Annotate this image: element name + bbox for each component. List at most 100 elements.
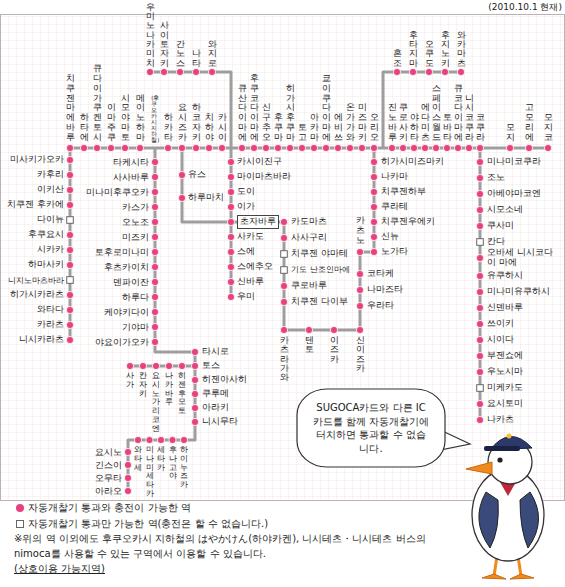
station-dot [191, 348, 198, 355]
station-dot [66, 156, 73, 163]
station-dot [227, 173, 234, 180]
station-dot [151, 188, 158, 195]
station-name: 에비쓰 [334, 113, 343, 143]
station-name: 미케카도 [487, 383, 523, 393]
station-name: 아베야마코엔 [487, 189, 541, 199]
station-dot [370, 248, 377, 255]
station-name: 기야마 [122, 321, 149, 334]
station-name: 쿠루메 [202, 389, 229, 399]
station-dot [476, 222, 483, 229]
station-dot [476, 336, 483, 343]
station-dot [180, 436, 187, 443]
station-dot [227, 218, 234, 225]
transfer-box: 초자바루 [237, 215, 279, 228]
station-dot [139, 362, 146, 369]
station-dot [178, 144, 185, 151]
station-dot [66, 321, 73, 328]
station-dot [356, 248, 363, 255]
station-dot [506, 144, 513, 151]
station-name: 하루다 [122, 291, 149, 304]
station-name: 노가타 [381, 247, 408, 257]
station-name: 칸자키 [139, 372, 147, 398]
station-dot [227, 278, 234, 285]
station-dot [151, 323, 158, 330]
speech-bubble: SUGOCA카드와 다른 IC카드를 함께 자동개찰기에 터치하면 통과할 수 … [296, 388, 446, 468]
station-name: 토바타 [443, 113, 452, 143]
station-name: 신바루 [237, 277, 264, 287]
rail-line [383, 72, 461, 148]
station-dot [393, 68, 400, 75]
station-dot [298, 144, 305, 151]
station-dot [443, 144, 450, 151]
station-dot [330, 326, 337, 333]
station-dot [425, 68, 432, 75]
station-name: 쿄이쿠다이마에 [322, 74, 331, 143]
station-dot [476, 174, 483, 181]
station-name: 치쿠젠하부 [381, 187, 426, 197]
station-square [67, 277, 74, 284]
station-dot [227, 158, 234, 165]
station-dot [399, 144, 406, 151]
station-name: 후츠카이치 [104, 261, 149, 274]
station-dot [476, 400, 483, 407]
date-note: (2010.10.1 현재) [488, 1, 562, 14]
station-dot [476, 254, 483, 261]
station-dot [164, 144, 171, 151]
station-name: 사사구리 [291, 233, 327, 243]
seagull-illustration [466, 434, 544, 580]
station-name: 도이 [237, 187, 255, 197]
station-dot [191, 362, 198, 369]
station-name: 사사바루 [113, 171, 149, 184]
station-name: 미즈마키 [358, 103, 367, 143]
station-name: 신이즈카 [356, 336, 365, 373]
station-dot [178, 362, 185, 369]
station-dot [151, 263, 158, 270]
station-dot [421, 144, 428, 151]
station-name: 신뉴 [381, 232, 399, 242]
station-name: 카시이 [218, 113, 227, 143]
station-dot [280, 326, 287, 333]
station-dot [370, 233, 377, 240]
station-name: 나카바루 [165, 372, 173, 407]
station-name: 치쿠젠우에키 [381, 217, 435, 227]
rail-lines [70, 72, 548, 491]
station-dot [334, 144, 341, 151]
station-dot [151, 293, 158, 300]
bubble-text: SUGOCA카드와 다른 IC카드를 함께 자동개찰기에 터치하면 통과할 수 … [296, 388, 446, 468]
station-dot [192, 144, 199, 151]
station-name: 니시카라츠 [19, 334, 64, 346]
station-name: 이가 [237, 202, 255, 212]
station-dot [370, 158, 377, 165]
station-name: 나카츠 [487, 415, 514, 425]
station-name: 세타카 [157, 446, 165, 472]
station-name: 미나미유쿠하시 [487, 287, 550, 297]
station-name: 코타케 [367, 269, 394, 279]
station-dot [441, 68, 448, 75]
station-name: 미나미후쿠오카 [86, 186, 149, 199]
station-name: 하타에 [80, 113, 89, 143]
station-dots [66, 68, 551, 494]
station-name: 오바세 니시코다이 마에 [487, 248, 561, 268]
station-dot [176, 68, 183, 75]
station-dot [227, 248, 234, 255]
footnote: ※위의 역 이외에도 후쿠오카시 지하철의 はやかけん(하야카켄), 니시테츠・… [14, 532, 444, 561]
bird-beak [466, 462, 492, 474]
station-dot [370, 188, 377, 195]
station-dot [356, 302, 363, 309]
station-dot [476, 158, 483, 165]
station-name: 하카타 [164, 113, 173, 143]
station-dot [66, 231, 73, 238]
station-name: 진노바루 [388, 103, 397, 143]
area-link: (상호이용 가능지역) [14, 562, 105, 576]
station-square [67, 217, 74, 224]
station-name: 신덴바루 [487, 303, 523, 313]
station-dot [151, 158, 158, 165]
station-name: 미즈키 [122, 231, 149, 244]
station-dot [476, 352, 483, 359]
station-dot [370, 144, 377, 151]
station-dot [169, 436, 176, 443]
bubble-shape [297, 389, 445, 467]
station-name: 마이마츠바라 [237, 172, 291, 182]
rail-line [182, 148, 374, 330]
